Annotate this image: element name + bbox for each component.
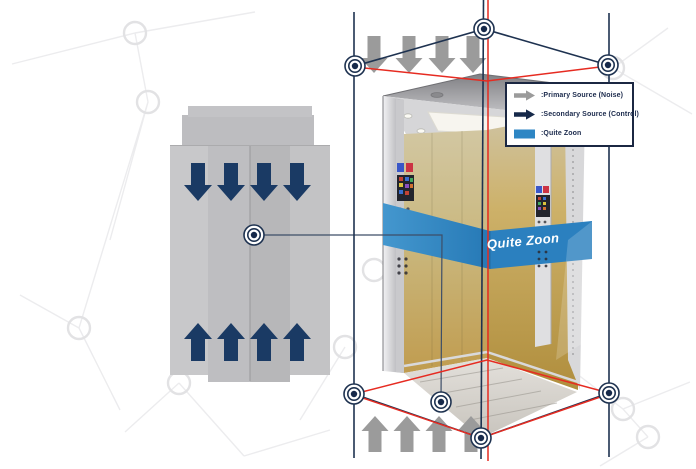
target-marker [598,382,620,404]
legend-label-secondary-source: :Secondary Source (Control) [541,111,639,119]
target-marker [470,427,492,449]
legend: :Primary Source (Noise) :Secondary Sourc… [505,82,639,147]
legend-label-primary-source: :Primary Source (Noise) [541,92,624,100]
legend-item-secondary-source: :Secondary Source (Control) [514,109,639,121]
legend-label-quiet-zone: :Quite Zoon [541,130,582,138]
quiet-zone-swatch-icon [514,129,535,139]
connector-line [254,234,443,403]
target-marker [597,54,619,76]
target-marker [473,18,495,40]
secondary-source-arrow-icon [514,109,535,121]
corner-control-panel [536,186,550,224]
target-markers [243,18,620,449]
target-marker [343,383,365,405]
target-marker [430,391,452,413]
cabin-floor [404,358,577,438]
primary-source-arrow-icon [514,90,535,101]
schematic-secondary-source-arrows-up [184,323,311,361]
legend-item-primary-source: :Primary Source (Noise) [514,90,628,101]
guide-lines-red [353,0,610,461]
quiet-zone-band [383,203,604,360]
primary-source-arrows-top [360,36,487,73]
target-marker [344,55,366,77]
target-marker [243,224,265,246]
schematic-secondary-source-arrows-down [184,163,311,201]
legend-item-quiet-zone: :Quite Zoon [514,129,628,139]
